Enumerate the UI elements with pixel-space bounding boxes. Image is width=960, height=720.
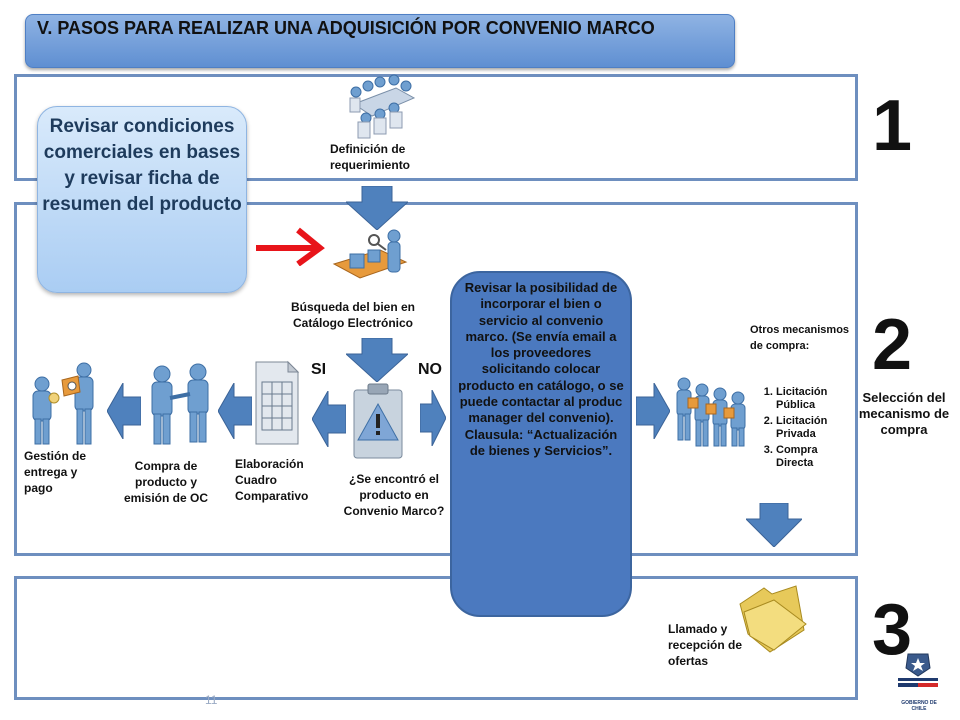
down-arrow-icon	[346, 186, 408, 230]
elaboracion-label: Elaboración Cuadro Comparativo	[235, 457, 309, 503]
si-label: SI	[311, 361, 327, 378]
down-arrow-icon	[746, 503, 802, 547]
seleccion-label: Selección del mecanismo de compra	[858, 390, 950, 437]
delivery-person-icon	[28, 362, 100, 446]
otros-item: Licitación Privada	[776, 415, 854, 441]
meeting-people-icon	[344, 74, 420, 140]
page-title: V. PASOS PARA REALIZAR UNA ADQUISICIÓN P…	[37, 18, 655, 38]
logo-text: GOBIERNO DE CHILE	[901, 700, 937, 712]
llamado-label: Llamado y recepción de ofertas	[668, 622, 743, 668]
revisar-box	[450, 271, 632, 617]
section-number-1: 1	[871, 86, 913, 166]
people-with-boxes-icon	[672, 376, 750, 448]
condiciones-bubble-text: Revisar condiciones comerciales en bases…	[42, 116, 242, 215]
encontro-label: ¿Se encontró el producto en Convenio Mar…	[343, 472, 445, 518]
no-label: NO	[418, 361, 442, 378]
gobierno-chile-logo-icon	[894, 652, 942, 692]
clipboard-warning-icon	[350, 380, 406, 462]
compra-label: Compra de producto y emisión de OC	[123, 459, 209, 505]
section-3-panel	[14, 576, 858, 700]
left-arrow-icon	[218, 383, 252, 439]
condiciones-bubble	[37, 106, 247, 293]
otros-header: Otros mecanismos de compra:	[750, 324, 850, 352]
section-number-2: 2	[871, 305, 913, 385]
search-person-icon	[330, 228, 410, 290]
red-arrow-icon	[254, 226, 326, 266]
definicion-label: Definición de requerimiento	[330, 142, 411, 172]
section-number-3: 3	[871, 590, 913, 670]
title-bar	[25, 14, 735, 68]
page-number: 11	[205, 693, 218, 707]
spreadsheet-document-icon	[254, 358, 300, 446]
otros-item: Licitación Pública	[776, 386, 854, 412]
revisar-box-text: Revisar la posibilidad de incorporar el …	[458, 280, 624, 458]
left-arrow-icon	[312, 391, 346, 447]
otros-list: Licitación Pública Licitación Privada Co…	[750, 386, 854, 473]
down-arrow-icon	[346, 338, 408, 382]
gestion-label: Gestión de entrega y pago	[24, 449, 87, 495]
otros-item: Compra Directa	[776, 444, 854, 470]
busqueda-label: Búsqueda del bien en Catálogo Electrónic…	[290, 300, 416, 330]
folder-icon	[734, 584, 810, 654]
left-arrow-icon	[107, 383, 141, 439]
right-arrow-icon	[636, 383, 670, 439]
right-arrow-icon	[420, 390, 446, 446]
handshake-people-icon	[146, 362, 214, 446]
